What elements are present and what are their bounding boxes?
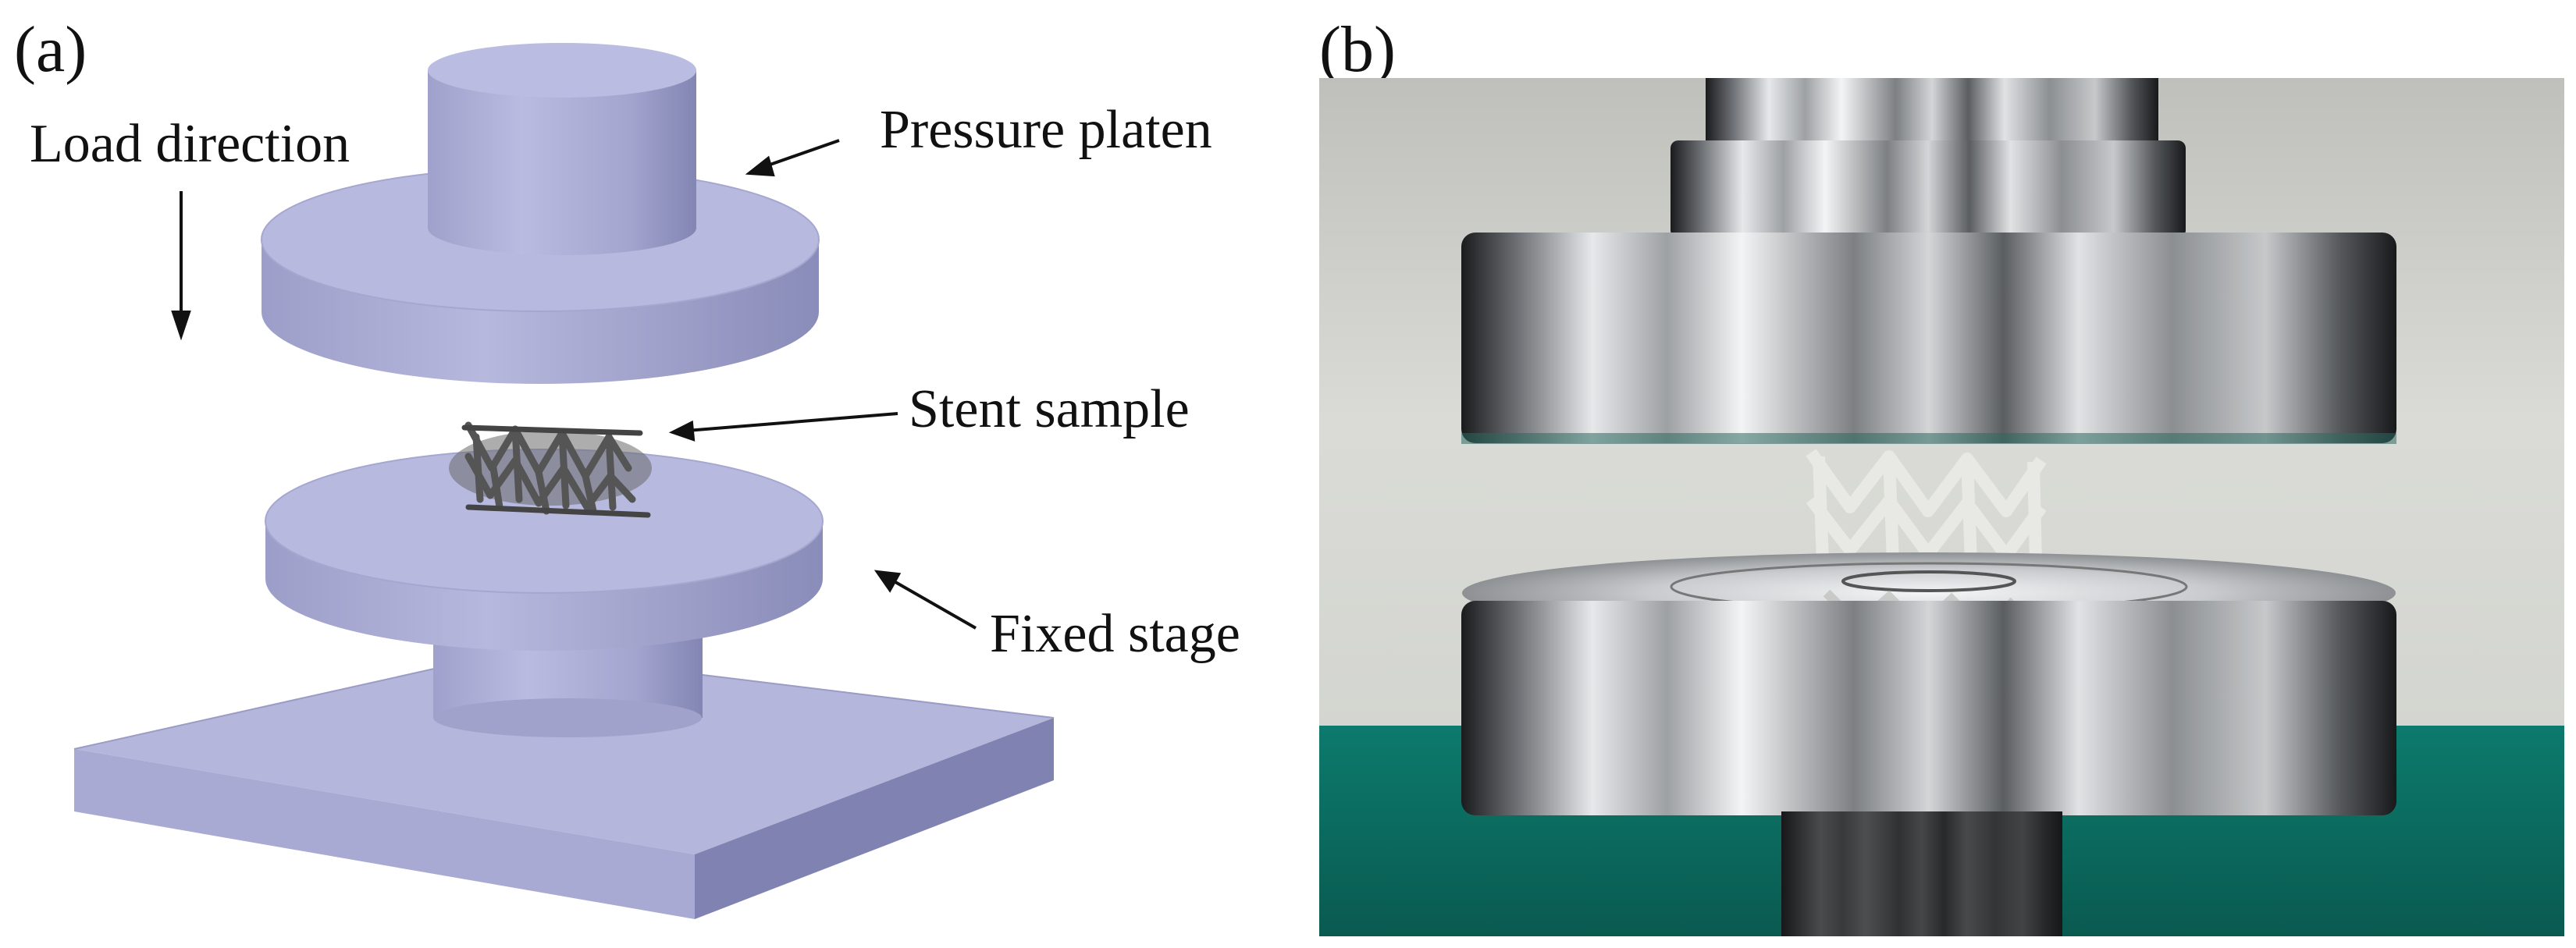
pressure-platen-label: Pressure platen [880, 100, 1212, 160]
lower-stage [1461, 601, 2396, 815]
pressure-platen-stem [428, 43, 696, 255]
upper-ring [1670, 140, 2186, 238]
fixed-stage-arrow [889, 577, 977, 630]
pressure-platen-arrow [760, 139, 840, 169]
stent-sample-arrow [686, 412, 898, 432]
cad-schematic [73, 43, 1055, 919]
upper-platen [1461, 233, 2396, 443]
stent-sample-label: Stent sample [909, 379, 1190, 439]
fixed-stage [265, 449, 824, 651]
panel-a-label: (a) [14, 13, 87, 86]
load-direction-label: Load direction [30, 114, 350, 174]
fixed-stage-label: Fixed stage [990, 604, 1240, 664]
panel-b-label: (b) [1319, 13, 1396, 86]
base-plate [73, 650, 1055, 919]
annotation-arrows [171, 139, 977, 630]
upper-shaft [1706, 78, 2158, 148]
stent-sample [449, 421, 652, 518]
